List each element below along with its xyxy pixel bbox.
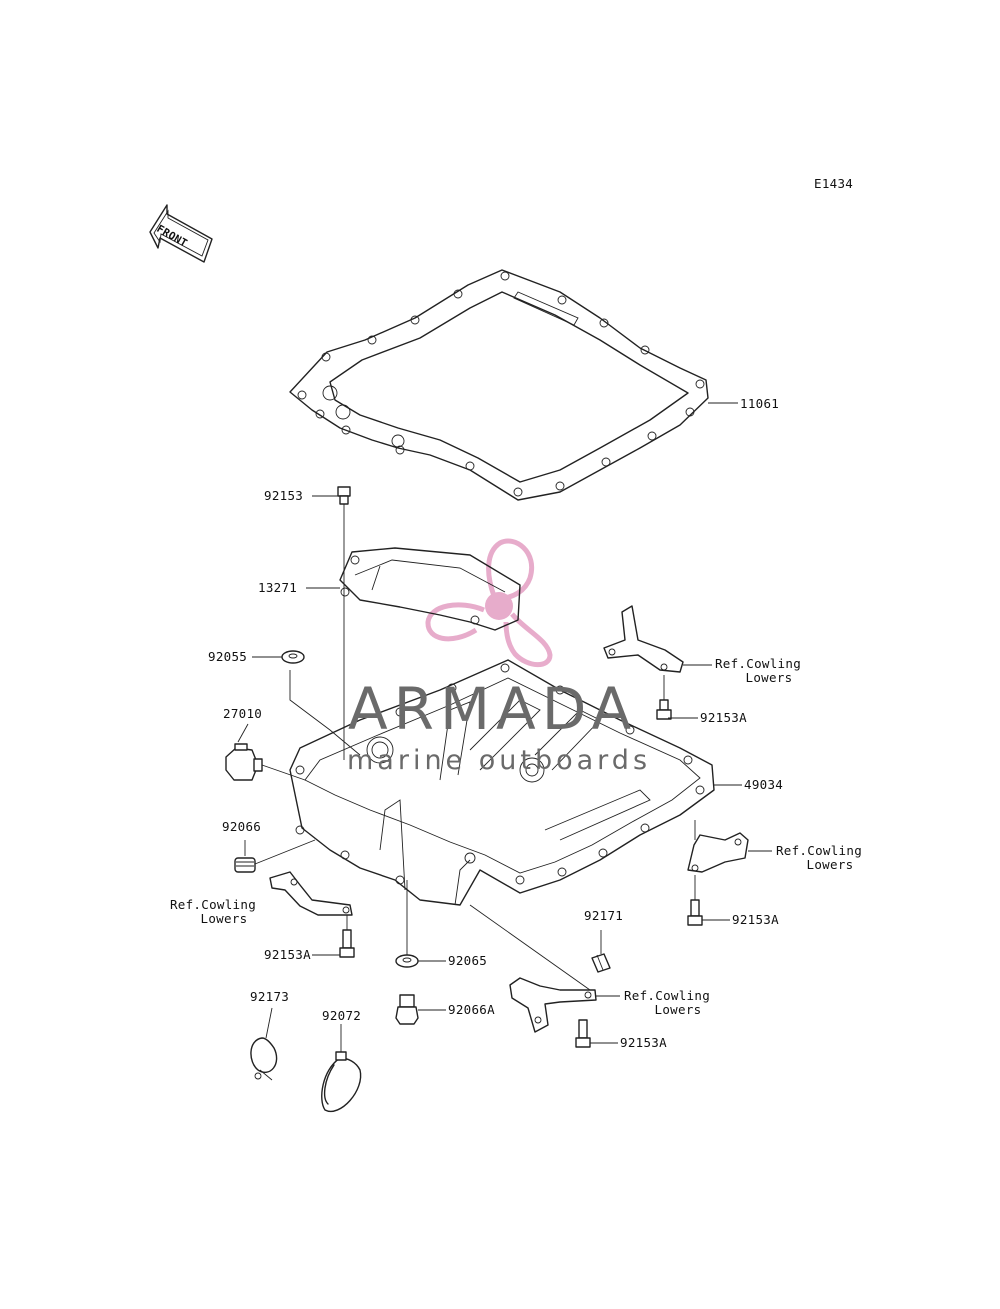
part-label-92055: 92055: [208, 649, 248, 664]
part-label-92066: 92066: [222, 819, 262, 834]
part-label-92153a-right: 92153A: [732, 912, 779, 927]
part-label-92072: 92072: [322, 1008, 362, 1023]
watermark-logo-icon: [425, 538, 553, 668]
bracket-left: [269, 871, 353, 916]
part-label-92153a-left: 92153A: [264, 947, 311, 962]
part-label-92171: 92171: [584, 908, 624, 923]
bolt-92153a-left: [339, 929, 355, 958]
part-label-92153a-top-right: 92153A: [700, 710, 747, 725]
bolt-92153a-bottom: [575, 1019, 591, 1048]
clamp-92173: [250, 1037, 278, 1081]
part-label-92153: 92153: [264, 488, 304, 503]
part-label-92173: 92173: [250, 989, 290, 1004]
oil-pressure-switch-27010: [225, 743, 306, 781]
part-label-11061: 11061: [740, 396, 780, 411]
plug-92066a: [395, 994, 419, 1025]
ref-line2: Lowers: [654, 1002, 702, 1017]
part-label-13271: 13271: [258, 580, 298, 595]
gasket-11061: [289, 269, 709, 501]
watermark-brand: ARMADA: [348, 675, 638, 743]
ref-line1: Ref.Cowling: [775, 843, 863, 858]
oil-pan-49034: [289, 659, 715, 906]
washer-92055: [281, 650, 305, 664]
ref-line2: Lowers: [200, 911, 248, 926]
ref-cowling-lowers-left: Ref.Cowling Lowers: [168, 898, 258, 926]
bracket-right: [687, 832, 749, 873]
ref-line2: Lowers: [806, 857, 854, 872]
ref-line2: Lowers: [745, 670, 793, 685]
front-arrow-icon: [149, 204, 213, 263]
baffle-plate-13271: [339, 547, 521, 631]
part-label-49034: 49034: [744, 777, 784, 792]
ref-line1: Ref.Cowling: [169, 897, 257, 912]
bolt-92153a-right: [687, 899, 703, 926]
part-label-92065: 92065: [448, 953, 488, 968]
bracket-top-right: [603, 605, 684, 673]
clip-92171: [591, 953, 611, 973]
bolt-92153a-top-right: [656, 699, 672, 720]
part-label-27010: 27010: [223, 706, 263, 721]
bracket-bottom: [509, 977, 597, 1033]
plug-92066: [234, 839, 316, 873]
ref-line1: Ref.Cowling: [714, 656, 802, 671]
ref-cowling-lowers-bottom: Ref.Cowling Lowers: [622, 989, 712, 1017]
part-label-92153a-bottom: 92153A: [620, 1035, 667, 1050]
bolt-92153: [337, 486, 351, 505]
leader-lines: [237, 402, 772, 1052]
watermark-tagline: marine outboards: [347, 745, 652, 776]
ref-cowling-lowers-top-right: Ref.Cowling Lowers: [714, 657, 802, 685]
ref-line1: Ref.Cowling: [623, 988, 711, 1003]
washer-92065: [395, 954, 419, 968]
diagram-code: E1434: [814, 176, 854, 191]
ref-cowling-lowers-right: Ref.Cowling Lowers: [774, 844, 864, 872]
band-92072: [321, 1051, 362, 1113]
part-label-92066a: 92066A: [448, 1002, 495, 1017]
